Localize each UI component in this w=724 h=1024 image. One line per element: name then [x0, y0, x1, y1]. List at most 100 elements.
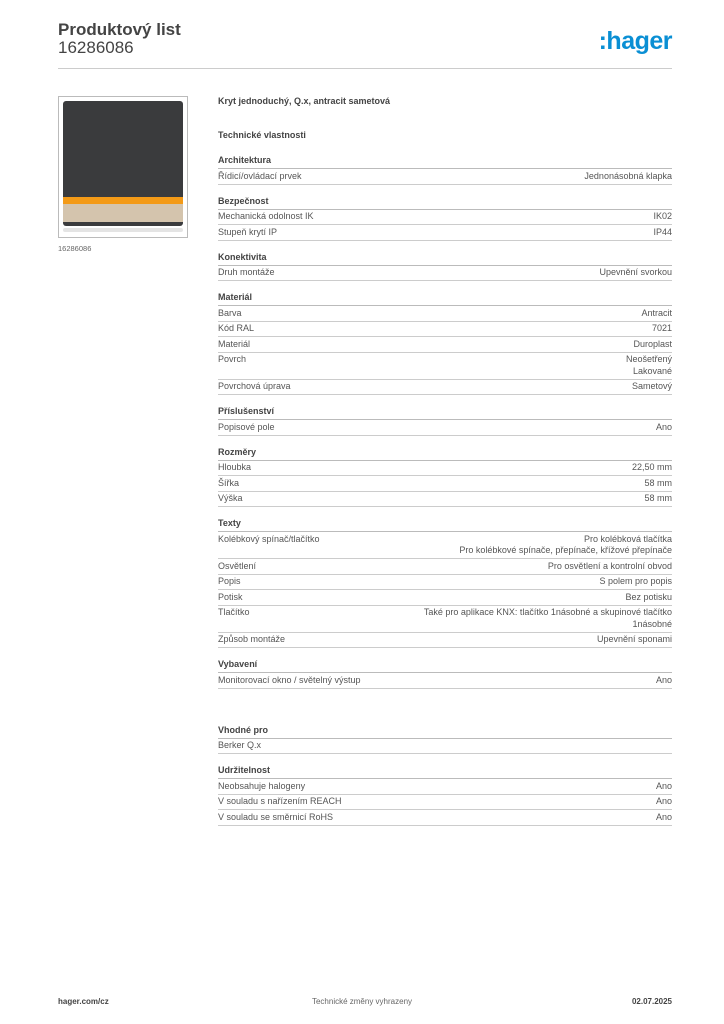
page-title: Produktový list — [58, 20, 181, 39]
spec-row: Popis S polem pro popis — [218, 575, 672, 590]
section-heading: Materiál — [218, 292, 672, 306]
spec-value: Neošetřený Lakované — [625, 354, 672, 376]
spec-label: Druh montáže — [218, 267, 275, 277]
spec-label: Osvětlení — [218, 560, 257, 571]
spec-value: Bez potisku — [625, 591, 672, 602]
spec-label: Kód RAL — [218, 323, 255, 333]
spec-row: Materiál Duroplast — [218, 337, 672, 353]
spec-label: V souladu se směrnicí RoHS — [218, 811, 334, 822]
spec-label: Výška — [218, 493, 243, 503]
spec-value: 22,50 mm — [631, 462, 672, 472]
spec-row: Způsob montáže Upevnění sponami — [218, 633, 672, 648]
spec-value: Jednonásobná klapka — [584, 170, 672, 181]
section-heading: Konektivita — [218, 252, 672, 266]
spec-value: Ano — [655, 674, 672, 685]
spec-label: Potisk — [218, 591, 243, 602]
spec-row: Berker Q.x — [218, 739, 672, 754]
spec-row: Povrchová úprava Sametový — [218, 380, 672, 395]
spec-value: Pro osvětlení a kontrolní obvod — [547, 560, 672, 571]
spec-value: Ano — [655, 780, 672, 791]
section-heading: Architektura — [218, 155, 672, 169]
product-image — [58, 96, 188, 238]
spec-label: Barva — [218, 307, 242, 318]
spec-label: Popis — [218, 576, 241, 586]
cover-plate-picture — [63, 101, 183, 226]
spec-label: Neobsahuje halogeny — [218, 780, 306, 791]
document-number: 16286086 — [58, 38, 134, 57]
spec-row: Druh montáže Upevnění svorkou — [218, 266, 672, 281]
tech-heading: Technické vlastnosti — [218, 130, 306, 140]
spec-label: Materiál — [218, 338, 251, 349]
spec-label: Berker Q.x — [218, 740, 262, 750]
spec-label: Monitorovací okno / světelný výstup — [218, 674, 361, 685]
spec-label: Hloubka — [218, 462, 252, 472]
spec-value: S polem pro popis — [599, 576, 672, 586]
spec-row: V souladu se směrnicí RoHS Ano — [218, 810, 672, 826]
spec-value: Sametový — [631, 381, 672, 391]
footer-website: hager.com/cz — [58, 997, 109, 1006]
spec-row: Potisk Bez potisku — [218, 590, 672, 606]
spec-column: Kryt jednoduchý, Q.x, antracit sametová … — [218, 96, 672, 826]
spec-label: Způsob montáže — [218, 634, 286, 644]
spec-row: Monitorovací okno / světelný výstup Ano — [218, 673, 672, 689]
section-heading: Příslušenství — [218, 406, 672, 420]
spec-value: Pro kolébková tlačítka Pro kolébkové spí… — [459, 533, 672, 556]
spec-label: V souladu s nařízením REACH — [218, 796, 342, 806]
spec-row: Osvětlení Pro osvětlení a kontrolní obvod — [218, 559, 672, 575]
spec-label: Tlačítko — [218, 607, 250, 617]
spec-label: Kolébkový spínač/tlačítko — [218, 533, 320, 544]
spec-row: Stupeň krytí IP IP44 — [218, 225, 672, 241]
spec-label: Šířka — [218, 477, 240, 488]
footer-date: 02.07.2025 — [631, 997, 672, 1006]
spec-label: Stupeň krytí IP — [218, 226, 278, 237]
spec-row: Povrch Neošetřený Lakované — [218, 353, 672, 380]
spec-value: Upevnění sponami — [596, 634, 672, 644]
image-caption: 16286086 — [58, 244, 92, 253]
section-heading: Vybavení — [218, 659, 672, 673]
spec-value: IP44 — [653, 226, 672, 237]
section-heading: Udržitelnost — [218, 765, 672, 779]
spec-value: Duroplast — [633, 338, 672, 349]
spec-row: V souladu s nařízením REACH Ano — [218, 795, 672, 810]
spec-row: Tlačítko Také pro aplikace KNX: tlačítko … — [218, 606, 672, 633]
spec-value: Upevnění svorkou — [599, 267, 672, 277]
spec-label: Mechanická odolnost IK — [218, 211, 314, 221]
spec-value: 58 mm — [644, 493, 672, 503]
spec-row: Neobsahuje halogeny Ano — [218, 779, 672, 795]
footer-notice: Technické změny vyhrazeny — [311, 997, 413, 1006]
hager-logo: :hager — [598, 27, 673, 55]
spec-value: Ano — [655, 811, 672, 822]
spec-row: Mechanická odolnost IK IK02 — [218, 210, 672, 225]
spec-value: 58 mm — [644, 477, 672, 488]
section-heading: Vhodné pro — [218, 725, 672, 739]
spec-value: 7021 — [651, 323, 672, 333]
spec-label: Povrch — [218, 354, 247, 364]
spec-label: Řídicí/ovládací prvek — [218, 170, 302, 181]
spec-value: Ano — [655, 796, 672, 806]
section-heading: Texty — [218, 518, 672, 532]
spec-label: Povrchová úprava — [218, 381, 291, 391]
spec-row: Hloubka 22,50 mm — [218, 461, 672, 476]
spec-row: Kód RAL 7021 — [218, 322, 672, 337]
section-heading: Bezpečnost — [218, 196, 672, 210]
spec-value: Také pro aplikace KNX: tlačítko 1násobné… — [423, 607, 672, 629]
spec-row: Šířka 58 mm — [218, 476, 672, 492]
spec-row: Kolébkový spínač/tlačítko Pro kolébková t… — [218, 532, 672, 559]
spec-row: Výška 58 mm — [218, 492, 672, 507]
spec-value: IK02 — [653, 211, 672, 221]
spec-label: Popisové pole — [218, 421, 275, 432]
spec-row: Řídicí/ovládací prvek Jednonásobná klapka — [218, 169, 672, 185]
